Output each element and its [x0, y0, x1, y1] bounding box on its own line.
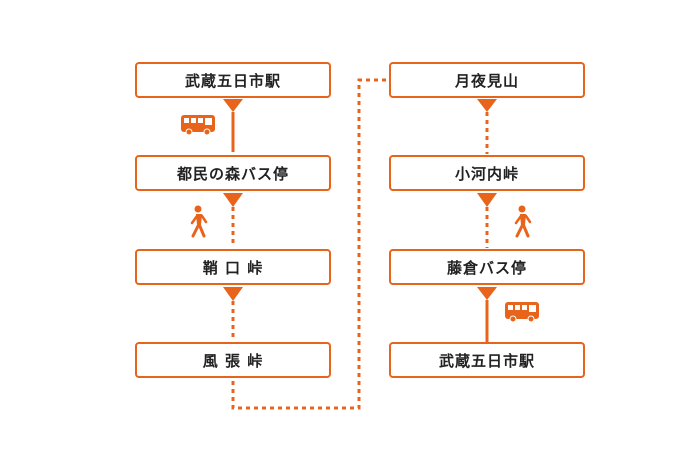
stop-label: 風 張 峠 [202, 351, 264, 370]
stop-label: 武蔵五日市駅 [438, 351, 535, 370]
stop-tsukiyomiyama: 月夜見山 [389, 62, 585, 98]
stop-label: 小河内峠 [454, 164, 519, 183]
arrow-down-4 [477, 99, 497, 112]
stop-label: 武蔵五日市駅 [184, 71, 281, 90]
walker-icon [190, 205, 208, 238]
stop-kazahari-pass: 風 張 峠 [135, 342, 331, 378]
bridge-walk-path [231, 78, 387, 410]
arrow-down-3 [223, 287, 243, 301]
stop-label: 都民の森バス停 [176, 164, 289, 183]
stop-ogouchi-pass: 小河内峠 [389, 155, 585, 191]
walker-icon [514, 205, 532, 238]
arrow-down-6 [477, 287, 497, 300]
stop-label: 月夜見山 [454, 71, 519, 90]
stop-musashi-itsukaichi-start: 武蔵五日市駅 [135, 62, 331, 98]
stop-fujikura-bus-stop: 藤倉バス停 [389, 249, 585, 285]
stop-tominnomori-bus-stop: 都民の森バス停 [135, 155, 331, 191]
stop-label: 藤倉バス停 [446, 258, 527, 277]
bus-icon [505, 302, 539, 323]
stop-sayaguchi-pass: 鞘 口 峠 [135, 249, 331, 285]
arrow-down-1 [223, 99, 243, 112]
stop-label: 鞘 口 峠 [202, 258, 264, 277]
arrow-down-5 [477, 193, 497, 207]
bus-icon [181, 115, 215, 136]
arrow-down-2 [223, 193, 243, 207]
stop-musashi-itsukaichi-end: 武蔵五日市駅 [389, 342, 585, 378]
